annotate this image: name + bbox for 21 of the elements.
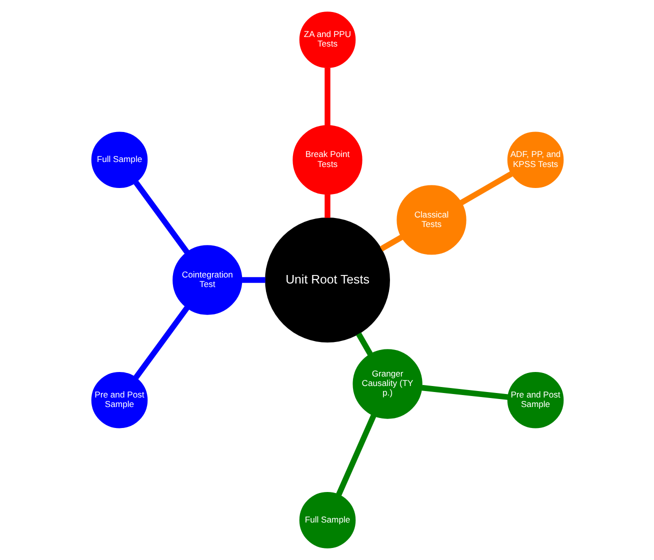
node-circle: Unit Root Tests xyxy=(264,218,390,342)
node-circle: ADF, PP, and KPSS Tests xyxy=(506,132,564,188)
node-circle: Granger Causality (TY p.) xyxy=(352,349,422,419)
connector xyxy=(379,234,402,252)
connector xyxy=(324,68,330,126)
connector xyxy=(421,384,508,400)
connector xyxy=(336,414,376,496)
node-circle: Cointegration Test xyxy=(172,245,242,315)
node-circle: Break Point Tests xyxy=(292,125,362,195)
connector xyxy=(242,277,265,283)
node-circle: Full Sample xyxy=(298,492,356,548)
connector xyxy=(324,194,330,218)
connector xyxy=(459,171,512,206)
node-circle: ZA and PPU Tests xyxy=(298,12,356,68)
connector xyxy=(133,306,189,380)
connector xyxy=(133,180,189,254)
node-circle: Classical Tests xyxy=(396,185,466,255)
node-circle: Pre and Post Sample xyxy=(90,372,148,428)
node-circle: Full Sample xyxy=(90,132,148,188)
node-circle: Pre and Post Sample xyxy=(506,372,564,428)
connector xyxy=(356,332,372,356)
